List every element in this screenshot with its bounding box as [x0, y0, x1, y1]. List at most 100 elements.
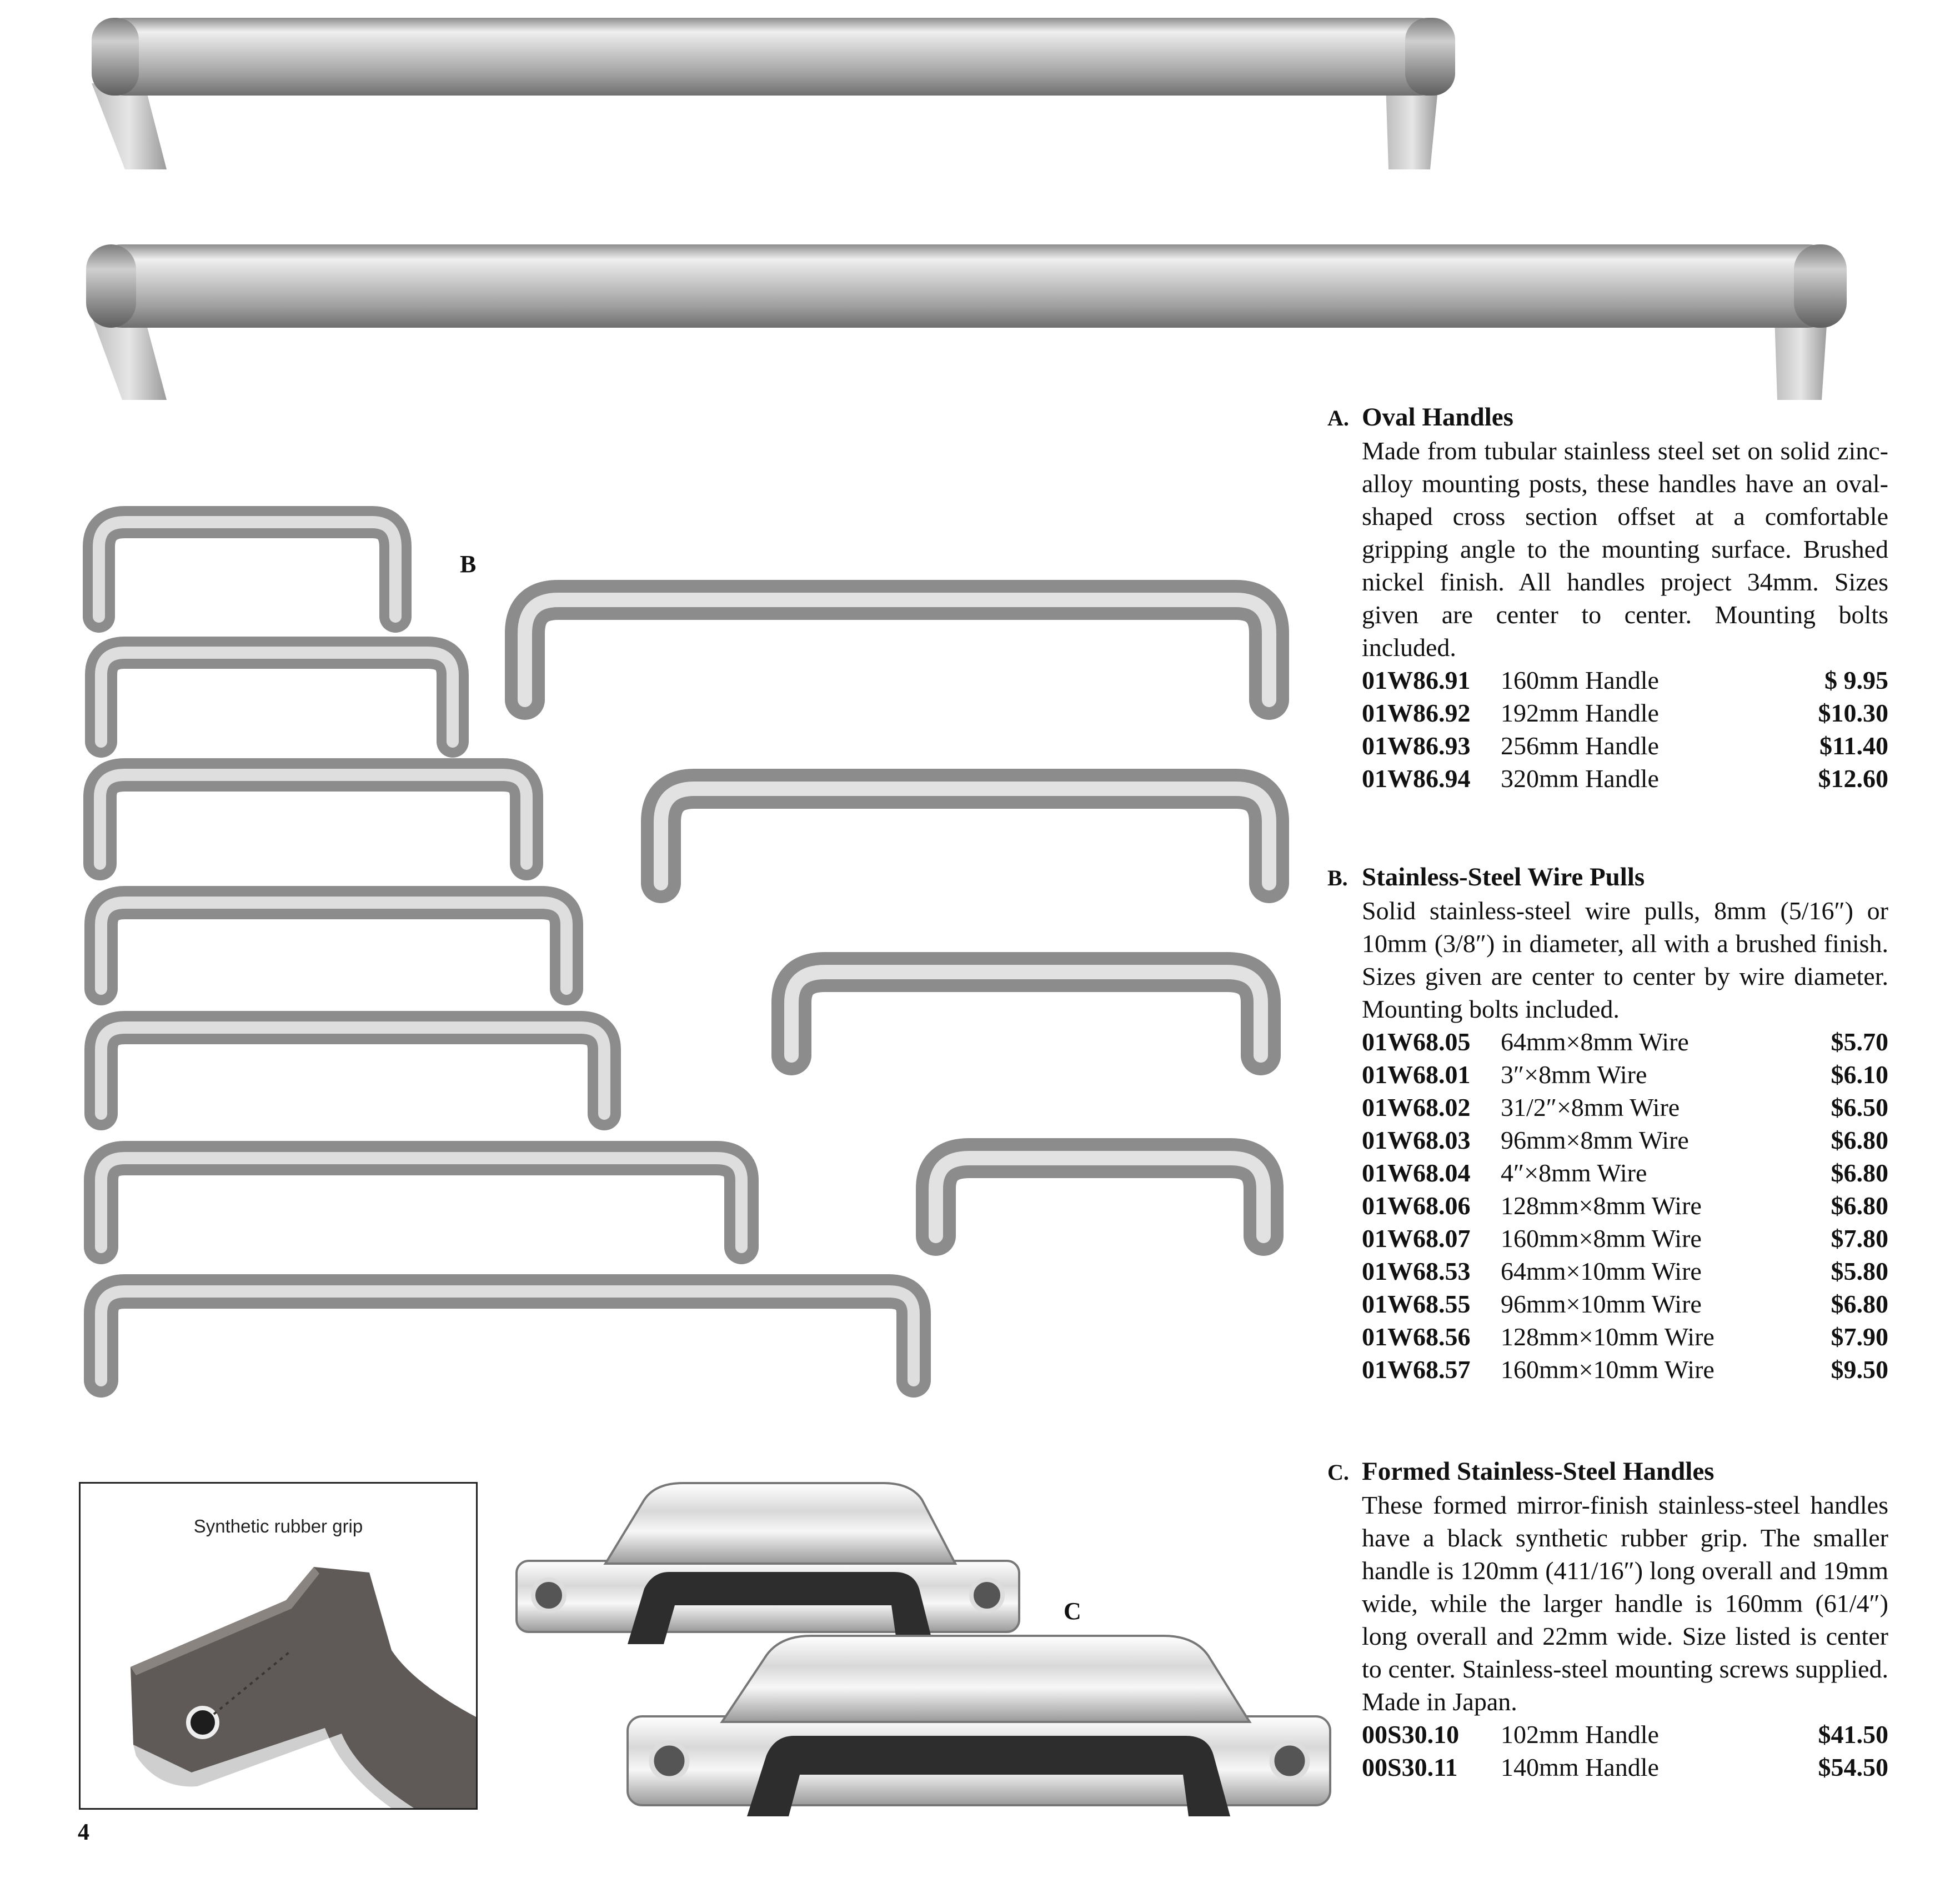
item-name: 102mm Handle [1501, 1720, 1659, 1749]
price: $5.80 [1831, 1257, 1889, 1285]
wire-pull-6 [84, 1141, 759, 1264]
price: $54.50 [1818, 1753, 1889, 1781]
wire-pull-1 [83, 506, 412, 633]
item-name: 192mm Handle [1501, 699, 1659, 727]
wire-pulls [83, 506, 1289, 1398]
section-b-description: Solid stainless-steel wire pulls, 8mm (5… [1362, 897, 1888, 1023]
formed-handle-small [515, 1482, 1020, 1644]
wire-pull-5 [84, 1011, 621, 1130]
sku: 00S30.10 [1362, 1720, 1460, 1749]
item-name: 320mm Handle [1501, 764, 1659, 793]
formed-handle-large [626, 1635, 1331, 1816]
price: $6.50 [1831, 1093, 1889, 1121]
section-oval-handles: A.Oval Handles Made from tubular stainle… [1327, 401, 1888, 795]
section-formed-handles: C.Formed Stainless-Steel Handles These f… [1327, 1455, 1888, 1784]
price-row: 00S30.11 140mm Handle $54.50 [1362, 1751, 1888, 1784]
sku: 01W86.93 [1362, 732, 1471, 760]
item-name: 140mm Handle [1501, 1753, 1659, 1781]
section-b-title: Stainless-Steel Wire Pulls [1362, 863, 1645, 892]
item-name: 128mm×10mm Wire [1501, 1323, 1715, 1351]
item-name: 128mm×8mm Wire [1501, 1191, 1702, 1220]
item-name: 96mm×10mm Wire [1501, 1290, 1702, 1318]
section-wire-pulls: B. Stainless-Steel Wire Pulls Solid stain… [1327, 861, 1888, 1386]
price: $12.60 [1818, 764, 1889, 793]
section-c-description: These formed mirror-finish stainless-ste… [1362, 1491, 1888, 1716]
item-name: 96mm×8mm Wire [1501, 1126, 1689, 1154]
sku: 01W68.03 [1362, 1126, 1471, 1154]
section-a-title: Oval Handles [1362, 403, 1513, 432]
item-name: 64mm×10mm Wire [1501, 1257, 1702, 1285]
section-c-heading: C.Formed Stainless-Steel Handles [1327, 1455, 1888, 1489]
section-c-letter: C. [1327, 1460, 1349, 1485]
sku: 01W68.55 [1362, 1290, 1471, 1318]
inset-label: Synthetic rubber grip [193, 1516, 363, 1536]
rubber-grip-detail-inset: Synthetic rubber grip [79, 1482, 478, 1810]
price-row: 01W68.53 64mm×10mm Wire $5.80 [1362, 1255, 1888, 1288]
price: $9.50 [1831, 1355, 1889, 1384]
price: $6.80 [1831, 1159, 1889, 1187]
sku: 01W86.92 [1362, 699, 1471, 727]
price-row: 01W68.03 96mm×8mm Wire $6.80 [1362, 1124, 1888, 1156]
sku: 01W68.06 [1362, 1191, 1471, 1220]
price: $10.30 [1818, 699, 1889, 727]
wire-pull-8 [505, 580, 1289, 720]
page-number: 4 [78, 1820, 89, 1845]
item-name: 160mm×8mm Wire [1501, 1224, 1702, 1253]
sku: 01W68.53 [1362, 1257, 1471, 1285]
sku: 01W68.02 [1362, 1093, 1471, 1121]
price: $6.80 [1831, 1290, 1889, 1318]
price-row: 01W68.56 128mm×10mm Wire $7.90 [1362, 1320, 1888, 1353]
sku: 01W86.91 [1362, 666, 1471, 694]
item-name: 31/2″×8mm Wire [1501, 1093, 1680, 1121]
price: $5.70 [1831, 1028, 1889, 1056]
wire-pull-11 [916, 1138, 1284, 1256]
sku: 01W68.04 [1362, 1159, 1471, 1187]
wire-pull-4 [84, 886, 583, 1005]
oval-handle-upper [92, 18, 1455, 169]
item-name: 3″×8mm Wire [1501, 1060, 1647, 1089]
price-row: 01W68.04 4″×8mm Wire $6.80 [1362, 1156, 1888, 1189]
sku: 01W68.01 [1362, 1060, 1471, 1089]
sku: 01W68.07 [1362, 1224, 1471, 1253]
price-row: 01W86.94 320mm Handle $12.60 [1362, 762, 1888, 795]
item-name: 256mm Handle [1501, 732, 1659, 760]
figure-label-b: B [460, 550, 477, 578]
oval-handle-lower [86, 244, 1847, 400]
wire-pull-3 [83, 758, 543, 880]
wire-pull-2 [85, 637, 469, 758]
sku: 01W86.94 [1362, 764, 1471, 793]
section-a-description: Made from tubular stainless steel set on… [1362, 437, 1888, 662]
sku: 01W68.56 [1362, 1323, 1471, 1351]
price-row: 01W68.55 96mm×10mm Wire $6.80 [1362, 1288, 1888, 1320]
price-row: 01W86.93 256mm Handle $11.40 [1362, 729, 1888, 762]
section-b-heading: B. Stainless-Steel Wire Pulls [1327, 861, 1888, 894]
sku: 00S30.11 [1362, 1753, 1458, 1781]
section-b-letter: B. [1327, 865, 1348, 890]
price: $6.10 [1831, 1060, 1889, 1089]
price: $6.80 [1831, 1191, 1889, 1220]
wire-pull-9 [641, 769, 1289, 903]
wire-pull-10 [771, 952, 1281, 1075]
section-a-price-list: 01W86.91 160mm Handle $ 9.95 01W86.92 192mm… [1362, 664, 1888, 795]
price-row: 01W68.06 128mm×8mm Wire $6.80 [1362, 1189, 1888, 1222]
sku: 01W68.05 [1362, 1028, 1471, 1056]
price-row: 01W86.92 192mm Handle $10.30 [1362, 697, 1888, 729]
item-name: 4″×8mm Wire [1501, 1159, 1647, 1187]
wire-pull-7 [84, 1274, 931, 1398]
price: $11.40 [1819, 732, 1888, 760]
price: $7.90 [1831, 1323, 1889, 1351]
price-row: 01W86.91 160mm Handle $ 9.95 [1362, 664, 1888, 697]
price: $ 9.95 [1824, 666, 1888, 694]
figure-label-c: C [1064, 1597, 1081, 1625]
price: $6.80 [1831, 1126, 1889, 1154]
item-name: 160mm Handle [1501, 666, 1659, 694]
price-row: 01W68.01 3″×8mm Wire $6.10 [1362, 1058, 1888, 1091]
rubber-grip-detail-photo [131, 1567, 476, 1808]
